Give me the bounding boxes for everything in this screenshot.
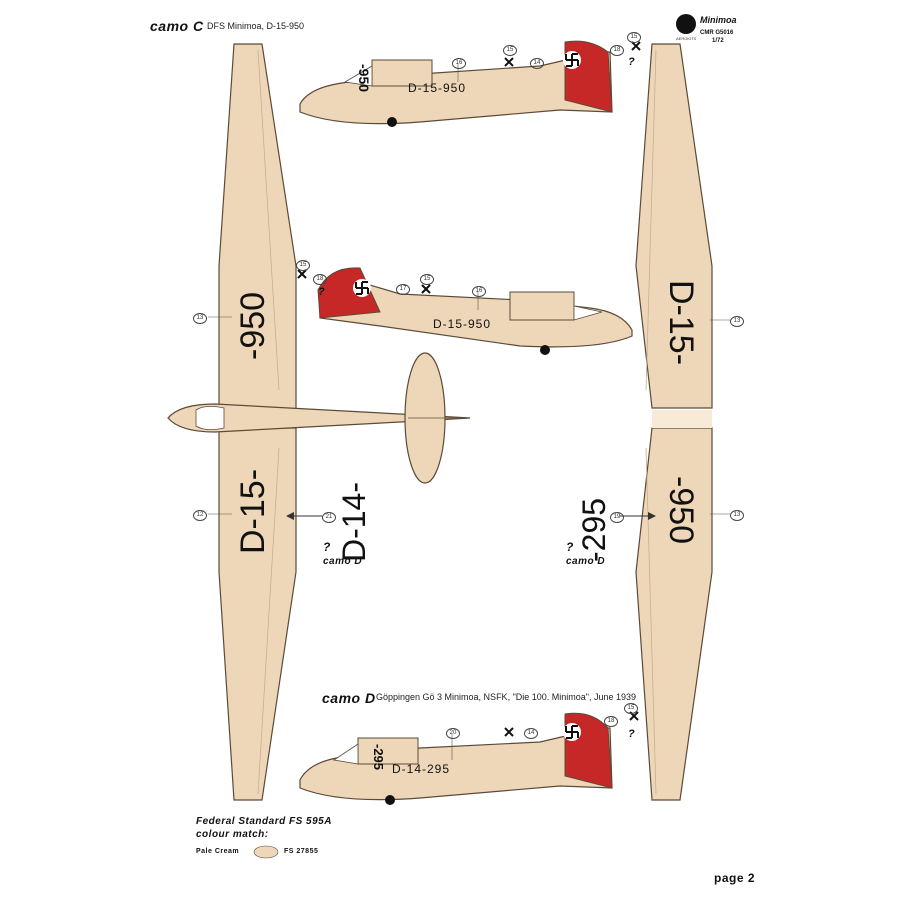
- reg-c-fin-top: -950: [356, 64, 372, 93]
- question-mark-right: ?: [566, 540, 574, 554]
- reg-left-wing-upper: -950: [234, 291, 272, 360]
- decal-number-21: 21: [322, 512, 336, 523]
- decal-number-15-top: 15: [503, 45, 517, 56]
- reg-c-fuselage-top: D-15-950: [408, 81, 467, 95]
- reg-alt-left: D-14-: [336, 481, 372, 562]
- right-wing-view: [635, 43, 713, 801]
- decal-number-14-top: 14: [530, 58, 544, 69]
- camo-c-label: camo C: [150, 18, 204, 34]
- legend-item-name: Pale Cream: [196, 848, 240, 855]
- decal-number-12: 12: [193, 510, 207, 521]
- camo-d-small-right: camo D: [566, 556, 606, 567]
- reg-left-wing-lower: D-15-: [234, 468, 272, 554]
- reg-c-fuselage-mid: D-15-950: [433, 317, 492, 331]
- decal-number-15-mid: 15: [296, 260, 310, 271]
- decal-number-13-left: 13: [193, 313, 207, 324]
- legend-title-line1: Federal Standard FS 595A: [196, 816, 332, 827]
- reg-alt-right: -295: [576, 497, 612, 562]
- decal-number-20: 20: [446, 728, 460, 739]
- brand-scale: 1/72: [712, 38, 724, 44]
- decal-number-15-mid-right: 15: [420, 274, 434, 285]
- decal-number-13-right: 13: [730, 316, 744, 327]
- decal-number-17-mid: 17: [396, 284, 410, 295]
- question-mark-left: ?: [323, 540, 331, 554]
- legend-item-code: FS 27855: [284, 848, 319, 855]
- decal-number-15-d: 15: [624, 703, 638, 714]
- glider-side-view-c-mid: [317, 267, 633, 355]
- legend-title-line2: colour match:: [196, 829, 269, 840]
- camo-d-small-left: camo D: [323, 556, 363, 567]
- decal-number-13-right-lower: 13: [730, 510, 744, 521]
- brand-name: Minimoa: [700, 15, 737, 25]
- glider-side-view-d: [299, 712, 613, 805]
- reg-d-fin: -295: [371, 744, 386, 771]
- question-mark-c-mid: ?: [318, 286, 326, 298]
- decal-number-18-mid: 18: [313, 274, 327, 285]
- brand-sub: AEROKITS: [676, 36, 697, 41]
- question-mark-d: ?: [628, 728, 636, 740]
- decal-number-18-top: 18: [610, 45, 624, 56]
- decal-number-16-mid: 16: [472, 286, 486, 297]
- question-mark-c-top: ?: [628, 56, 636, 68]
- reg-d-fuselage: D-14-295: [392, 762, 451, 776]
- brand-logo-icon: [676, 14, 696, 34]
- decal-number-19: 19: [610, 512, 624, 523]
- camo-d-description: Göppingen Gö 3 Minimoa, NSFK, "Die 100. …: [376, 692, 637, 702]
- reg-right-wing-upper: D-15-: [662, 280, 700, 366]
- page-number: page 2: [714, 871, 756, 885]
- camo-d-label: camo D: [322, 690, 376, 706]
- reg-right-wing-lower: -950: [662, 476, 700, 545]
- camo-c-description: DFS Minimoa, D-15-950: [207, 21, 305, 31]
- legend-item-dash: -: [236, 847, 239, 854]
- decal-number-14-d: 14: [524, 728, 538, 739]
- decal-number-18-d: 18: [604, 716, 618, 727]
- decal-number-16-top: 16: [452, 58, 466, 69]
- glider-side-view-c-top: [299, 40, 613, 127]
- decal-number-15-top-right: 15: [627, 32, 641, 43]
- brand-code: CMR G5016: [700, 30, 734, 36]
- left-wing-view: [167, 43, 471, 801]
